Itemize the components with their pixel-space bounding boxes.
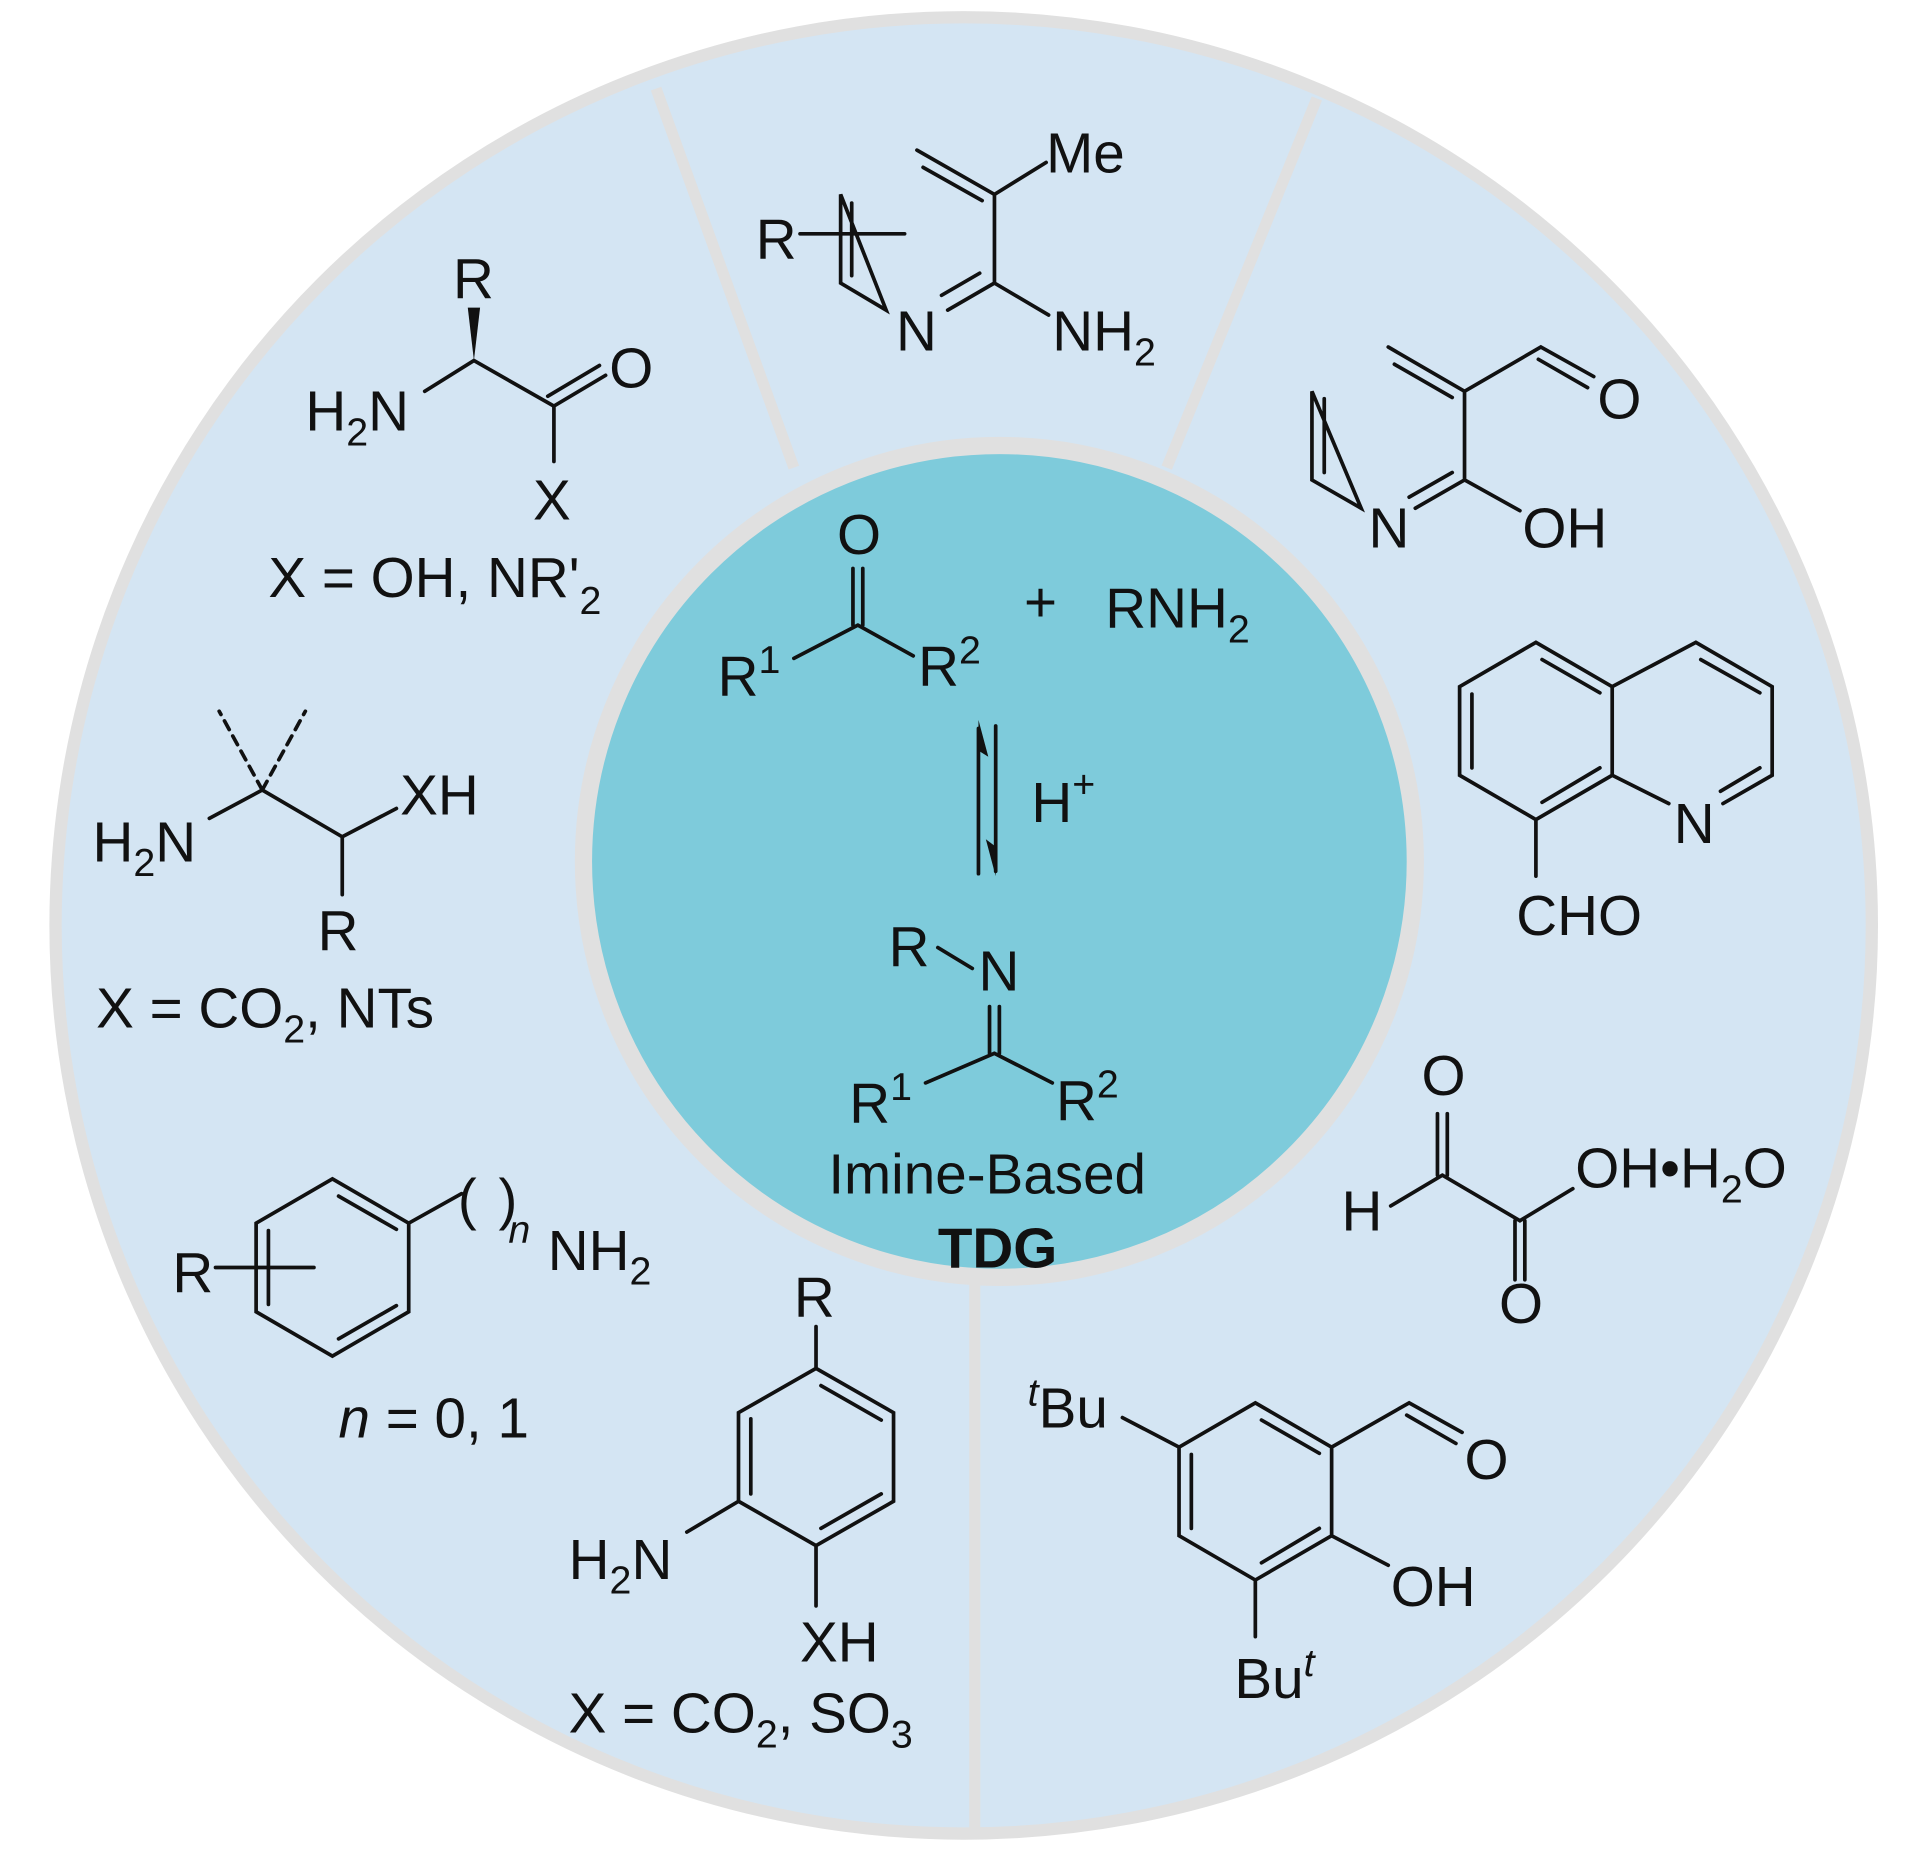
plus-sign: + [1024, 570, 1057, 633]
atom-label: R [756, 207, 797, 270]
parenthesis-open: ( [458, 1167, 477, 1230]
atom-label: O [1465, 1428, 1509, 1491]
atom-label: OH [1391, 1555, 1476, 1618]
atom-label: XH [800, 1610, 879, 1673]
amine-label: H2N [305, 380, 409, 455]
atom-label: N [1369, 497, 1410, 560]
atom-label: H [1341, 1180, 1382, 1243]
amine-label: H2N [92, 810, 196, 885]
amino-acid-structure: R H2N O X X = OH, NR'2 [268, 247, 653, 623]
center-title: Imine-Based [828, 1143, 1146, 1206]
amine-label: NH2 [1052, 300, 1156, 375]
atom-label: R [889, 915, 930, 978]
hydrate-label: OH•H2O [1575, 1136, 1787, 1211]
atom-label: Me [1046, 121, 1125, 184]
r1-label: R1 [849, 1065, 912, 1134]
center-subtitle: TDG [938, 1216, 1057, 1279]
salicylaldehyde-structure: tBu O OH But [1028, 1370, 1509, 1710]
center-disk [574, 436, 1424, 1286]
atom-label: N [896, 300, 937, 363]
acid-catalyst-label: H+ [1031, 762, 1095, 834]
atom-label: O [1421, 1044, 1465, 1107]
atom-label: R [453, 247, 494, 310]
atom-label: R [794, 1266, 835, 1329]
center-reaction: O R1 R2 + RNH2 H+ R N R1 R2 Imine-Based … [718, 503, 1250, 1280]
index-label: n [508, 1208, 530, 1252]
equilibrium-arrows-icon [976, 719, 998, 877]
atom-label: OH [1522, 497, 1607, 560]
quinoline-aldehyde-structure: N CHO [1457, 640, 1775, 947]
tert-butyl-label: tBu [1028, 1370, 1108, 1439]
atom-label: XH [400, 764, 479, 827]
parenthesis-close: ) [499, 1167, 518, 1230]
atom-label: N [1674, 792, 1715, 855]
atom-label: O [1597, 367, 1641, 430]
substituent-note: X = OH, NR'2 [268, 546, 601, 623]
amino-alcohol-structure: H2N XH R X = CO2, NTs [92, 709, 479, 1052]
sector-dividers [650, 86, 1322, 1832]
atom-label: R [318, 899, 359, 962]
atom-label: R [172, 1241, 213, 1304]
amine-label: H2N [569, 1528, 673, 1603]
atom-label: O [837, 503, 881, 566]
amine-label: NH2 [548, 1219, 652, 1294]
atom-label: CHO [1516, 884, 1642, 947]
substituent-note: X = CO2, SO3 [569, 1682, 913, 1757]
glyoxylic-acid-structure: O H OH•H2O O [1341, 1044, 1786, 1335]
hydroxynicotinaldehyde-structure: O N OH [1310, 344, 1641, 560]
r2-label: R2 [918, 628, 981, 697]
tert-butyl-label: But [1234, 1641, 1316, 1710]
aminobenzoic-structure: R H2N XH X = CO2, SO3 [569, 1266, 913, 1757]
amine-label: RNH2 [1105, 577, 1250, 652]
atom-label: N [978, 940, 1019, 1003]
substituent-note: n = 0, 1 [339, 1386, 529, 1449]
substituent-note: X = CO2, NTs [96, 977, 434, 1052]
benzylamine-structure: ( ) R n NH2 n = 0, 1 [172, 1167, 651, 1449]
r2-label: R2 [1056, 1063, 1119, 1132]
atom-label: X [533, 468, 571, 531]
atom-label: O [1499, 1272, 1543, 1335]
r1-label: R1 [718, 638, 781, 707]
aminopicoline-structure: Me R N NH2 [756, 121, 1156, 374]
atom-label: O [609, 337, 653, 400]
